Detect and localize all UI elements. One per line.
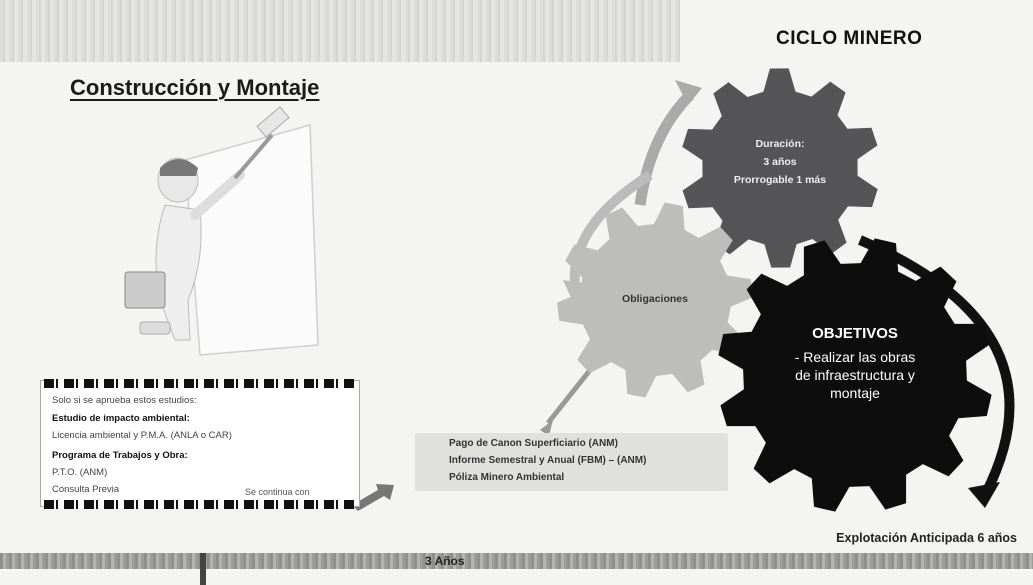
curved-arrow-up xyxy=(634,91,694,206)
obligations-gear-label: Obligaciones xyxy=(622,293,688,305)
note-line: Estudio de impacto ambiental: xyxy=(52,413,190,424)
obligation-item: Informe Semestral y Anual (FBM) – (ANM) xyxy=(449,455,647,466)
page-title: CICLO MINERO xyxy=(776,28,923,49)
note-continue-text: Se continua con xyxy=(245,487,310,497)
anticipated-exploitation-label: Explotación Anticipada 6 años xyxy=(836,531,1017,545)
timeline-bar xyxy=(0,553,1033,569)
note-bottom-stripe xyxy=(44,500,354,509)
note-line: Programa de Trabajos y Obra: xyxy=(52,450,188,461)
note-line: P.T.O. (ANM) xyxy=(52,467,108,478)
objectives-gear-icon xyxy=(718,238,992,512)
duration-gear-icon xyxy=(682,68,878,268)
studies-note-box xyxy=(40,380,360,507)
timeline-label: 3 Años xyxy=(425,554,465,568)
note-top-stripe xyxy=(44,379,354,388)
obligations-list-box xyxy=(415,433,728,491)
note-line: Licencia ambiental y P.M.A. (ANLA o CAR) xyxy=(52,430,232,441)
duration-gear-label: Duración: 3 años Prorrogable 1 más xyxy=(733,138,827,186)
objectives-gear-label: OBJETIVOS - Realizar las obras de infrae… xyxy=(794,325,916,401)
obligation-item: Pago de Canon Superficiario (ANM) xyxy=(449,438,618,449)
obligations-gear-icon xyxy=(557,202,753,398)
note-line: Solo si se aprueba estos estudios: xyxy=(52,395,197,406)
continue-arrow-icon xyxy=(352,484,394,511)
timeline-marker xyxy=(200,553,206,585)
obligation-item: Póliza Minero Ambiental xyxy=(449,472,565,483)
header-banner xyxy=(0,0,680,62)
note-line: Consulta Previa xyxy=(52,484,120,495)
section-title: Construcción y Montaje xyxy=(70,75,320,100)
curved-arrow-black xyxy=(858,235,1015,498)
worker-figure-illustration xyxy=(124,106,319,356)
curved-arrow-left xyxy=(569,170,653,286)
